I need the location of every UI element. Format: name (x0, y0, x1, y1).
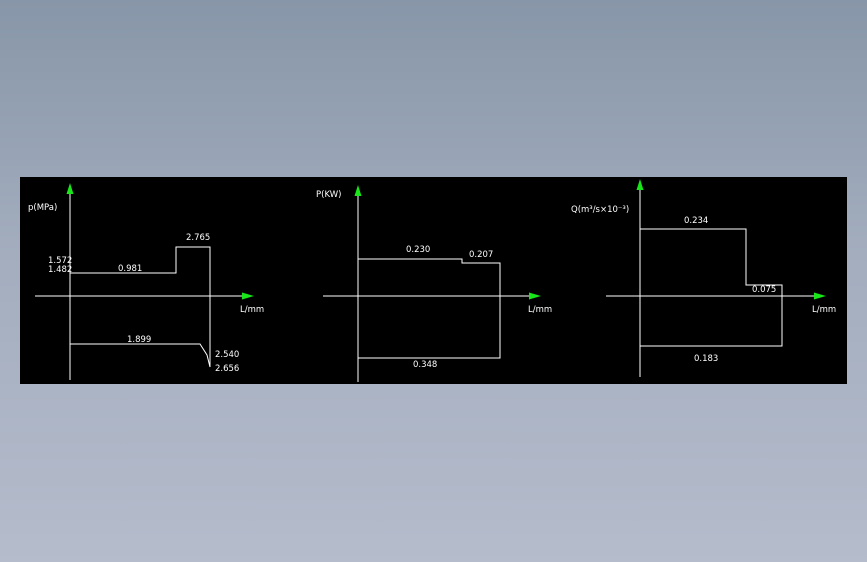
flow-value-0183: 0.183 (694, 354, 718, 364)
flow-diagram: Q(m³/s×10⁻³) L/mm 0.234 0.075 0.183 (571, 179, 836, 377)
pressure-value-1482: 1.482 (48, 265, 72, 275)
flow-y-label: Q(m³/s×10⁻³) (571, 205, 629, 215)
flow-x-arrow-icon (814, 292, 826, 300)
pressure-x-arrow-icon (242, 292, 254, 300)
power-value-0230: 0.230 (406, 245, 430, 255)
pressure-value-0981: 0.981 (118, 264, 142, 274)
pressure-value-1572: 1.572 (48, 256, 72, 266)
power-value-0207: 0.207 (469, 250, 493, 260)
pressure-value-2656: 2.656 (215, 364, 239, 374)
pressure-diagram: p(MPa) L/mm 1.572 1.482 0.981 2.765 1.89… (28, 183, 264, 380)
power-x-arrow-icon (529, 292, 541, 300)
pressure-lower-curve (70, 296, 211, 368)
flow-upper-curve (640, 228, 783, 296)
pressure-value-2540: 2.540 (215, 350, 239, 360)
pressure-y-arrow-icon (66, 183, 74, 194)
power-diagram: P(KW) L/mm 0.230 0.207 0.348 (316, 185, 552, 382)
power-upper-curve (358, 258, 501, 296)
drawing-area: p(MPa) L/mm 1.572 1.482 0.981 2.765 1.89… (20, 177, 847, 384)
power-lower-curve (358, 296, 501, 359)
pressure-value-1899: 1.899 (127, 335, 151, 345)
power-y-arrow-icon (354, 185, 362, 196)
pressure-y-label: p(MPa) (28, 203, 57, 213)
flow-lower-curve (640, 296, 783, 347)
pressure-x-label: L/mm (240, 305, 264, 315)
pressure-upper-curve (70, 246, 211, 296)
flow-x-label: L/mm (812, 305, 836, 315)
pressure-value-2765: 2.765 (186, 233, 210, 243)
power-x-label: L/mm (528, 305, 552, 315)
flow-value-0234: 0.234 (684, 216, 708, 226)
flow-y-arrow-icon (636, 179, 644, 190)
power-value-0348: 0.348 (413, 360, 437, 370)
power-y-label: P(KW) (316, 190, 341, 200)
flow-value-0075: 0.075 (752, 285, 776, 295)
